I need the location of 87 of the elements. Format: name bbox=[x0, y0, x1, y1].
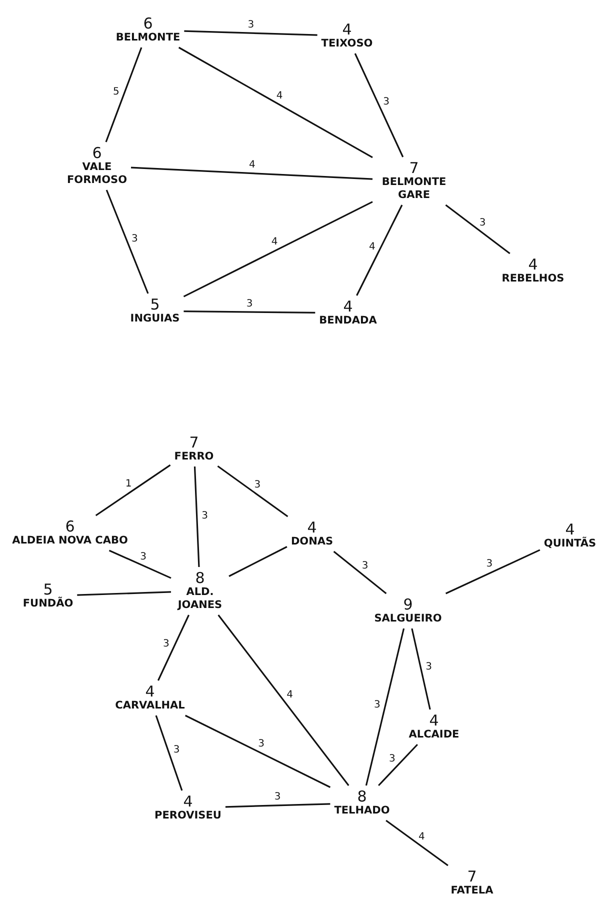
node-value: 5 bbox=[43, 582, 53, 598]
connector-line bbox=[155, 715, 183, 791]
place-name: SALGUEIRO bbox=[374, 612, 442, 626]
place-name: ALCAIDE bbox=[408, 728, 460, 742]
place-name: PEROVISEU bbox=[154, 810, 222, 822]
place-name: BENDADA bbox=[319, 314, 377, 328]
connector-line bbox=[333, 550, 387, 594]
connector-line bbox=[225, 803, 330, 808]
node-value: 7 bbox=[188, 434, 200, 450]
connector-line bbox=[105, 47, 142, 142]
edge-label: 3 bbox=[130, 233, 139, 244]
edge-label: 3 bbox=[162, 638, 170, 650]
place-name: INGUIAS bbox=[130, 312, 180, 326]
place-name: ALD. JOANES bbox=[176, 586, 224, 612]
edge-label: 3 bbox=[172, 744, 181, 756]
node-value: 4 bbox=[306, 520, 318, 536]
node-value: 6 bbox=[142, 16, 154, 32]
edge-label: 3 bbox=[485, 558, 494, 570]
edge-label: 3 bbox=[253, 479, 262, 490]
place-name: FERRO bbox=[174, 450, 214, 464]
node-value: 4 bbox=[342, 298, 354, 314]
connector-line bbox=[378, 744, 418, 786]
place-name: CARVALHAL bbox=[115, 700, 185, 712]
place-name: FUNDÃO bbox=[22, 598, 74, 610]
connector-line bbox=[218, 614, 350, 786]
connector-line bbox=[184, 714, 331, 788]
node-value: 8 bbox=[356, 788, 368, 804]
connector-line bbox=[130, 166, 373, 180]
node-value: 7 bbox=[466, 868, 478, 884]
edge-label: 1 bbox=[124, 478, 133, 490]
node-value: 4 bbox=[341, 22, 353, 38]
connector-line bbox=[157, 614, 190, 681]
connector-line bbox=[184, 310, 316, 314]
edge-label: 4 bbox=[275, 90, 284, 101]
connector-line bbox=[445, 549, 540, 594]
edge-label: 3 bbox=[246, 20, 256, 31]
place-name: VALE FORMOSO bbox=[67, 161, 127, 187]
connector-line bbox=[445, 204, 510, 254]
edge-label: 4 bbox=[368, 241, 376, 252]
connector-line bbox=[183, 201, 373, 298]
connector-line bbox=[217, 465, 288, 518]
connector-line bbox=[184, 30, 318, 36]
connector-line bbox=[77, 591, 172, 596]
node-value: 6 bbox=[91, 145, 103, 161]
connector-line bbox=[178, 46, 373, 158]
connector-line bbox=[228, 546, 288, 577]
edge-label: 3 bbox=[373, 700, 382, 711]
edge-label: 3 bbox=[257, 738, 266, 750]
edge-label: 3 bbox=[478, 217, 487, 228]
node-value: 4 bbox=[182, 794, 194, 810]
node-value: 4 bbox=[527, 256, 539, 272]
connector-line bbox=[108, 550, 172, 579]
node-value: 5 bbox=[149, 296, 161, 312]
connector-line bbox=[106, 190, 149, 294]
place-name: BELMONTE bbox=[116, 32, 180, 44]
place-name: ALDEIA NOVA CABO bbox=[12, 534, 128, 548]
edge-label: 4 bbox=[418, 831, 426, 842]
place-name: TEIXOSO bbox=[321, 38, 373, 50]
edge-label: 3 bbox=[273, 792, 282, 803]
node-value: 4 bbox=[428, 712, 440, 728]
node-value: 6 bbox=[64, 518, 76, 534]
edge-label: 3 bbox=[139, 551, 148, 562]
connector-line bbox=[411, 628, 431, 710]
connector-line bbox=[95, 464, 171, 516]
edge-label: 3 bbox=[382, 96, 390, 108]
connector-line bbox=[354, 53, 404, 158]
connector-line bbox=[386, 820, 448, 866]
place-name: QUINTÃS bbox=[544, 538, 596, 550]
node-value: 4 bbox=[565, 522, 575, 538]
node-value: 9 bbox=[402, 596, 414, 612]
edge-label: 3 bbox=[424, 662, 433, 673]
connector-line bbox=[194, 466, 200, 568]
node-value: 8 bbox=[194, 570, 206, 586]
connector-line bbox=[365, 628, 405, 786]
node-value: 7 bbox=[408, 160, 420, 176]
edge-label: 3 bbox=[388, 754, 396, 765]
node-value: 4 bbox=[144, 684, 156, 700]
connector-line bbox=[356, 204, 403, 296]
edge-label: 5 bbox=[112, 86, 120, 98]
place-name: REBELHOS bbox=[502, 272, 564, 286]
edge-label: 3 bbox=[360, 560, 370, 572]
edge-label: 3 bbox=[245, 298, 254, 310]
place-name: FATELA bbox=[450, 884, 494, 898]
edge-label: 3 bbox=[200, 510, 210, 522]
place-name: TELHADO bbox=[334, 804, 390, 818]
place-name: DONAS bbox=[290, 536, 334, 548]
place-name: BELMONTE GARE bbox=[380, 176, 448, 202]
